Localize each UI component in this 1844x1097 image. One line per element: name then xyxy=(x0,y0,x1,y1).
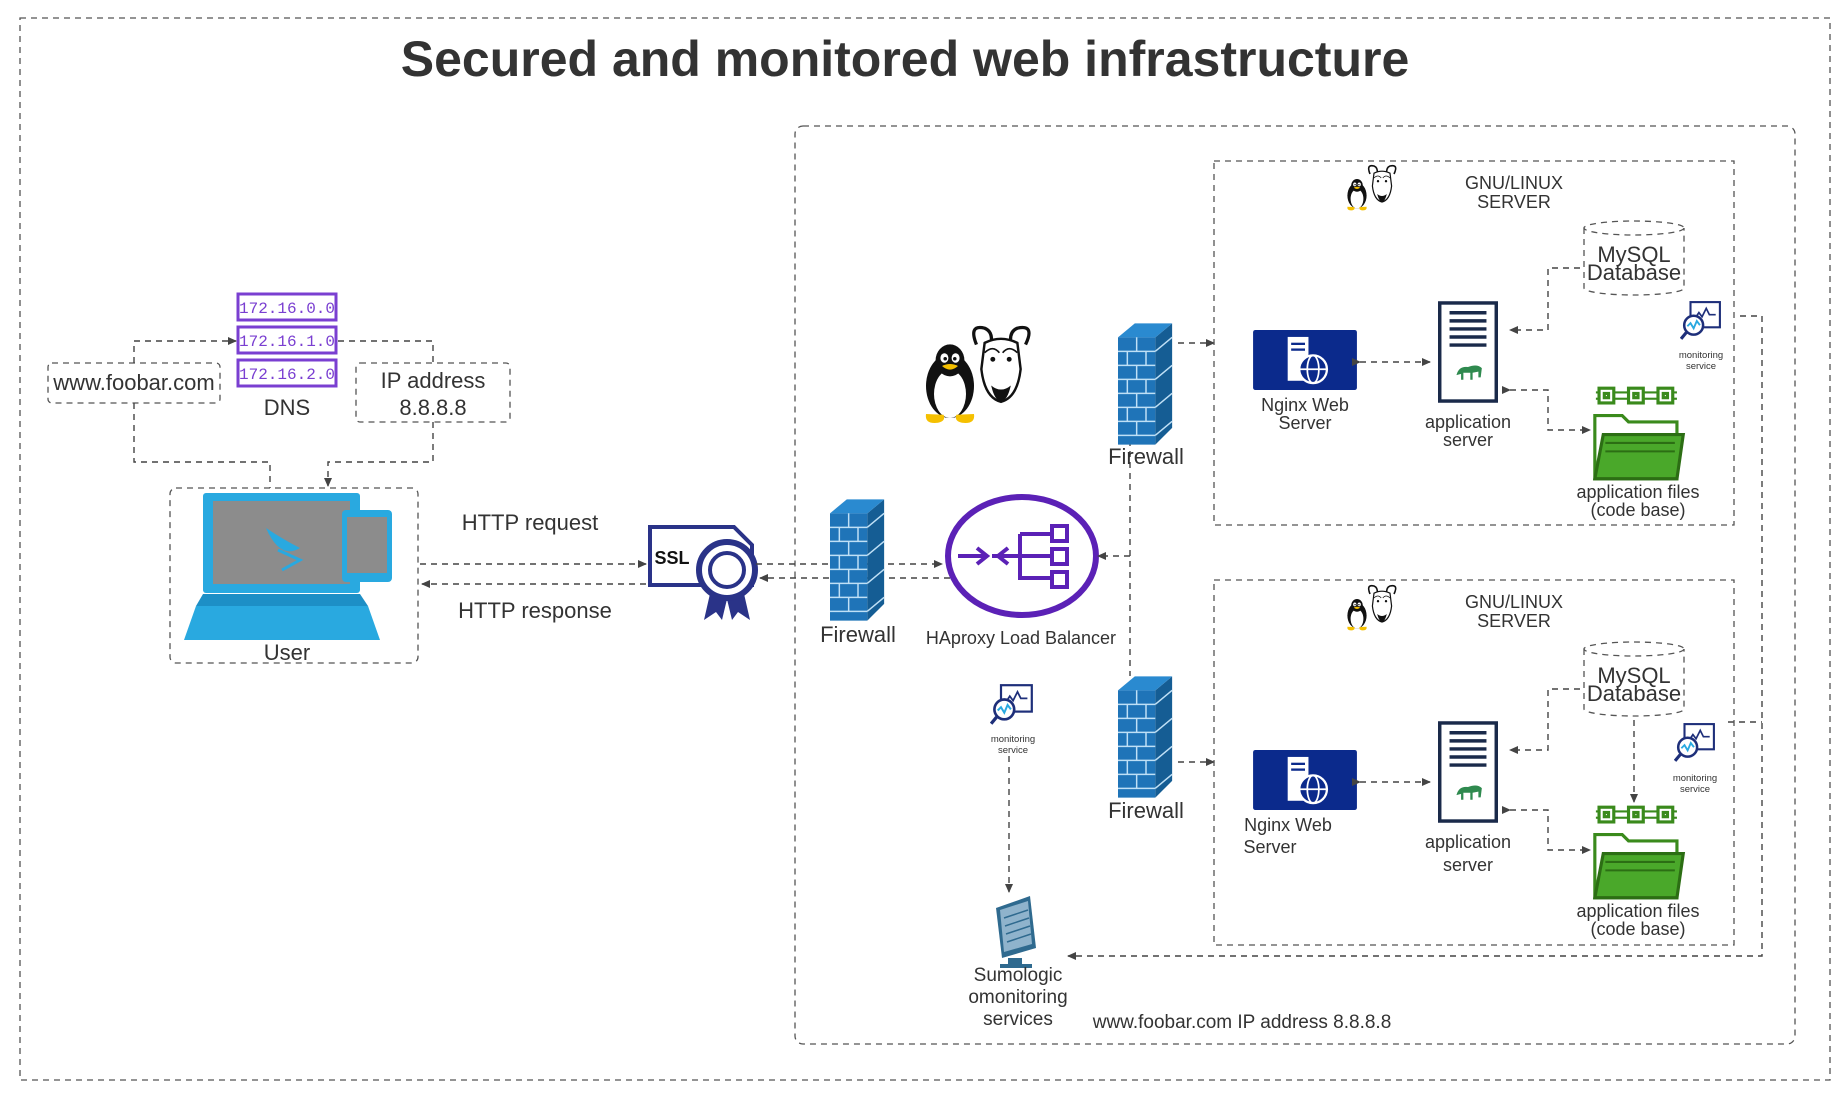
ssl-label: SSL xyxy=(654,548,689,568)
server-1-app-line2: server xyxy=(1443,430,1493,450)
dns-group: 172.16.0.0 172.16.1.0 172.16.2.0 DNS www… xyxy=(47,292,511,488)
monitoring-return-arrow xyxy=(1067,316,1763,960)
server-2-monitoring-line2: service xyxy=(1680,784,1710,795)
server-1-monitoring-line1: monitoring xyxy=(1679,350,1723,361)
tablet-icon xyxy=(342,510,392,582)
server-box-1 xyxy=(1213,160,1735,526)
server-1-title-line1: GNU/LINUX xyxy=(1465,173,1563,193)
server-2-nginx-line2: Server xyxy=(1243,837,1296,857)
firewall-label-top: Firewall xyxy=(1108,444,1184,469)
firewall-icon-top xyxy=(1118,322,1173,446)
nginx-icon-server-1 xyxy=(1253,330,1357,390)
laptop-icon xyxy=(184,493,380,640)
ip-box-1 xyxy=(236,292,338,322)
load-balancer-label: HAproxy Load Balancer xyxy=(926,628,1116,648)
infrastructure-boundary xyxy=(794,125,1796,1045)
outer-frame xyxy=(19,17,1831,1081)
domain-name: www.foobar.com xyxy=(52,370,214,395)
server-1-db-line2: Database xyxy=(1587,260,1681,285)
server-2-files-line1: application files xyxy=(1576,901,1699,921)
dns-label: DNS xyxy=(264,395,310,420)
db-to-app-arrow-2 xyxy=(1509,688,1580,754)
server-1-nginx-line1: Nginx Web xyxy=(1261,395,1349,415)
dns-ip-2: 172.16.1.0 xyxy=(239,333,335,351)
ip-address-value: 8.8.8.8 xyxy=(399,395,466,420)
dns-ip-1: 172.16.0.0 xyxy=(239,300,335,318)
user-label: User xyxy=(264,640,310,665)
monitoring-icon-lb xyxy=(990,683,1034,726)
domain-to-user-line xyxy=(133,403,271,488)
footer-domain-label: www.foobar.com IP address 8.8.8.8 xyxy=(1092,1012,1392,1033)
lb-prefix: HAproxy xyxy=(926,628,995,648)
dns-to-ip-line xyxy=(338,340,434,363)
firewall-label-front: Firewall xyxy=(820,622,896,647)
server-2-nginx-line1: Nginx Web xyxy=(1244,815,1332,835)
sumologic-line2: omonitoring xyxy=(968,987,1067,1008)
linux-server-2: GNU/LINUX SERVER MySQL Database monitori… xyxy=(1213,579,1735,946)
user-group: User xyxy=(169,487,419,665)
server-2-title-line1: GNU/LINUX xyxy=(1465,592,1563,612)
tux-icon-server-2 xyxy=(1347,598,1367,631)
monitoring-icon-server-1 xyxy=(1680,300,1722,341)
dns-ip-3: 172.16.2.0 xyxy=(239,366,335,384)
monitoring-lb-line1: monitoring xyxy=(991,734,1035,745)
code-files-icon-server-1 xyxy=(1593,386,1685,481)
gnu-icon-server-1 xyxy=(1367,164,1397,203)
server-1-files-line1: application files xyxy=(1576,482,1699,502)
ip-address-box xyxy=(355,362,511,423)
db-to-app-arrow-1 xyxy=(1509,267,1580,334)
app-files-link-1 xyxy=(1502,386,1591,434)
ip-box-3 xyxy=(236,358,338,388)
nginx-icon-server-2 xyxy=(1253,750,1357,810)
server-1-app-line1: application xyxy=(1425,412,1511,432)
app-files-link-2 xyxy=(1502,806,1591,854)
tux-icon-server-1 xyxy=(1347,178,1367,211)
tux-penguin-icon xyxy=(925,344,975,424)
server-2-files-line2: (code base) xyxy=(1590,919,1685,939)
monitoring-icon-server-2 xyxy=(1674,722,1716,763)
dns-ip-list: 172.16.0.0 172.16.1.0 172.16.2.0 xyxy=(236,292,338,388)
page-title: Secured and monitored web infrastructure xyxy=(401,31,1410,87)
ip-to-user-arrow xyxy=(324,422,434,487)
gnu-icon-server-2 xyxy=(1367,584,1397,623)
http-response-label: HTTP response xyxy=(458,598,612,623)
lb-name: Load Balancer xyxy=(1000,628,1116,648)
server-box-2 xyxy=(1213,579,1735,946)
server-1-db-line1: MySQL xyxy=(1597,242,1670,267)
server-2-db-line1: MySQL xyxy=(1597,663,1670,688)
sumologic-monitor-icon xyxy=(996,896,1036,968)
server-2-app-line1: application xyxy=(1425,832,1511,852)
gnu-head-icon xyxy=(972,325,1031,404)
linux-server-1: GNU/LINUX SERVER MySQL Database monitori… xyxy=(1213,160,1735,526)
sumologic-line3: services xyxy=(983,1009,1053,1030)
firewall-icon-bottom xyxy=(1118,675,1173,799)
server-1-title-line2: SERVER xyxy=(1477,192,1551,212)
app-server-icon-2 xyxy=(1438,721,1498,823)
server-2-title-line2: SERVER xyxy=(1477,611,1551,631)
ip-box-2 xyxy=(236,325,338,355)
firewall-icon-front xyxy=(830,498,885,622)
server-2-db-line2: Database xyxy=(1587,681,1681,706)
ip-address-label: IP address xyxy=(381,368,486,393)
http-request-label: HTTP request xyxy=(462,510,599,535)
server-1-nginx-line2: Server xyxy=(1278,413,1331,433)
server-1-files-line2: (code base) xyxy=(1590,500,1685,520)
ssl-certificate-icon: SSL xyxy=(648,525,758,620)
server-2-app-line2: server xyxy=(1443,855,1493,875)
app-server-icon-1 xyxy=(1438,301,1498,403)
server-1-monitoring-line2: service xyxy=(1686,361,1716,372)
firewall-label-bottom: Firewall xyxy=(1108,798,1184,823)
domain-to-dns-arrow xyxy=(133,337,237,363)
code-files-icon-server-2 xyxy=(1593,805,1685,900)
server-2-monitoring-line1: monitoring xyxy=(1673,773,1717,784)
sumologic-line1: Sumologic xyxy=(974,965,1063,986)
monitoring-lb-line2: service xyxy=(998,745,1028,756)
load-balancer-icon xyxy=(945,494,1099,618)
